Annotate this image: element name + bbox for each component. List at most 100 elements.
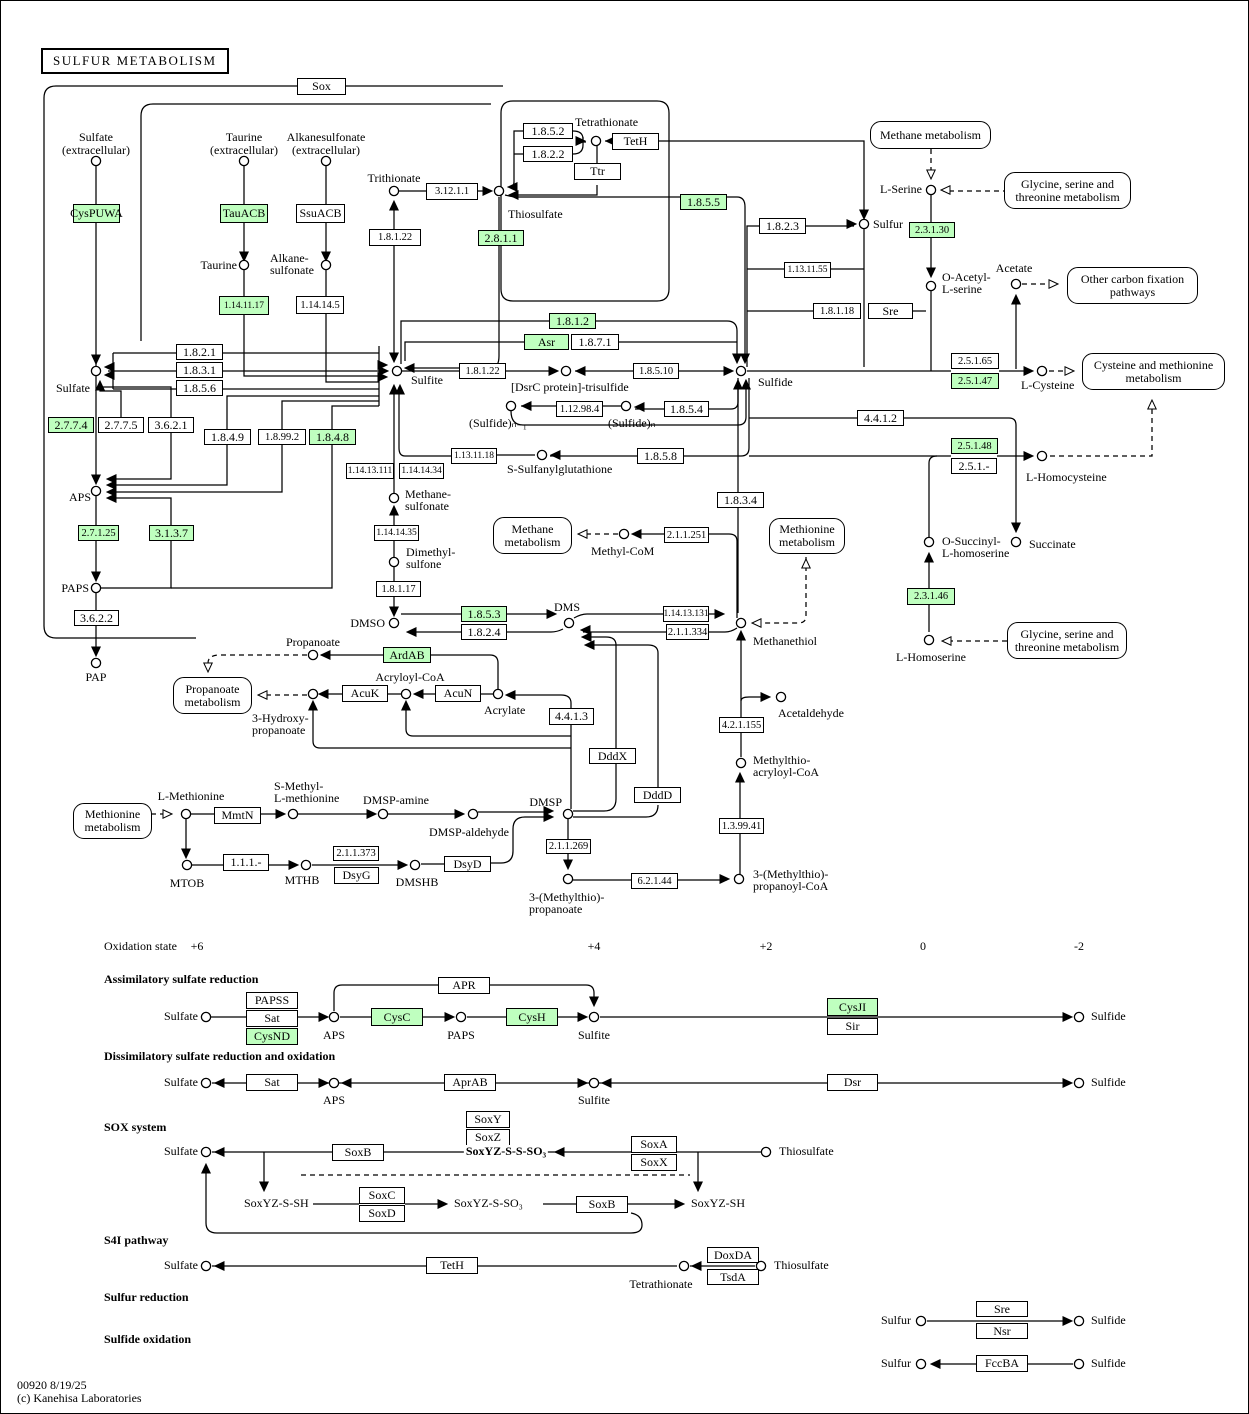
enzyme-box-1-8-1-18[interactable]: 1.8.1.18 (813, 303, 861, 319)
enzyme-box-cysnd[interactable]: CysND (246, 1028, 298, 1045)
compound-circle[interactable] (536, 449, 548, 461)
enzyme-box-1-8-1-22[interactable]: 1.8.1.22 (459, 363, 506, 379)
compound-circle[interactable] (90, 365, 102, 377)
compound-circle[interactable] (391, 365, 403, 377)
enzyme-box-2-5-1-48[interactable]: 2.5.1.48 (951, 438, 998, 454)
enzyme-box-acun[interactable]: AcuN (435, 685, 481, 702)
enzyme-box-mmtn[interactable]: MmtN (214, 807, 261, 824)
compound-circle[interactable] (1073, 1077, 1085, 1089)
compound-circle[interactable] (923, 634, 935, 646)
compound-circle[interactable] (400, 688, 412, 700)
compound-circle[interactable] (915, 1315, 927, 1327)
compound-circle[interactable] (388, 617, 400, 629)
enzyme-box-2-5-1-47[interactable]: 2.5.1.47 (951, 373, 999, 389)
pathway-link-methane[interactable]: Methane metabolism (870, 121, 991, 149)
enzyme-box-1-8-1-17[interactable]: 1.8.1.17 (376, 581, 421, 597)
enzyme-box-1-14-13-111[interactable]: 1.14.13.111 (346, 463, 394, 479)
compound-circle[interactable] (562, 873, 574, 885)
enzyme-box-1-8-2-3[interactable]: 1.8.2.3 (759, 218, 806, 234)
compound-circle[interactable] (915, 1358, 927, 1370)
enzyme-box-1-14-14-5[interactable]: 1.14.14.5 (296, 296, 344, 314)
enzyme-box-1-13-11-18[interactable]: 1.13.11.18 (451, 448, 497, 464)
enzyme-box-4-4-1-2[interactable]: 4.4.1.2 (857, 410, 904, 426)
compound-circle[interactable] (492, 688, 504, 700)
enzyme-box-sir[interactable]: Sir (827, 1018, 878, 1035)
compound-circle[interactable] (620, 400, 632, 412)
enzyme-box-2-1-1-373[interactable]: 2.1.1.373 (333, 846, 379, 861)
enzyme-box-apr[interactable]: APR (438, 977, 490, 994)
enzyme-box-papss[interactable]: PAPSS (246, 992, 298, 1009)
enzyme-box-3-1-3-7[interactable]: 3.1.3.7 (149, 525, 194, 541)
compound-circle[interactable] (238, 259, 250, 271)
enzyme-box-1-8-4-8[interactable]: 1.8.4.8 (309, 429, 356, 445)
pathway-link-methane[interactable]: Methane metabolism (493, 517, 572, 554)
compound-circle[interactable] (388, 556, 400, 568)
compound-circle[interactable] (307, 649, 319, 661)
enzyme-box-1-8-3-1[interactable]: 1.8.3.1 (176, 362, 223, 378)
pathway-link-cysteine[interactable]: Cysteine and methionine metabolism (1082, 353, 1225, 390)
enzyme-box-doxda[interactable]: DoxDA (707, 1247, 759, 1263)
enzyme-box-2-3-1-46[interactable]: 2.3.1.46 (907, 588, 955, 605)
enzyme-box-1-8-1-2[interactable]: 1.8.1.2 (549, 313, 596, 329)
enzyme-box-dddd[interactable]: DddD (634, 787, 681, 803)
compound-circle[interactable] (320, 259, 332, 271)
enzyme-box-1-8-4-9[interactable]: 1.8.4.9 (204, 429, 251, 445)
compound-circle[interactable] (238, 155, 250, 167)
compound-circle[interactable] (560, 365, 572, 377)
enzyme-box-soxd[interactable]: SoxD (359, 1205, 405, 1222)
compound-circle[interactable] (328, 1077, 340, 1089)
enzyme-box-1-8-5-4[interactable]: 1.8.5.4 (664, 401, 709, 417)
compound-circle[interactable] (925, 280, 937, 292)
enzyme-box-1-8-2-1[interactable]: 1.8.2.1 (176, 344, 223, 360)
enzyme-box-fccba[interactable]: FccBA (976, 1355, 1028, 1372)
compound-circle[interactable] (90, 582, 102, 594)
enzyme-box-4-2-1-155[interactable]: 4.2.1.155 (719, 717, 764, 733)
enzyme-box-1-8-5-10[interactable]: 1.8.5.10 (633, 363, 679, 379)
compound-circle[interactable] (90, 657, 102, 669)
enzyme-box-1-1-1-[interactable]: 1.1.1.- (223, 854, 269, 871)
enzyme-box-1-3-99-41[interactable]: 1.3.99.41 (719, 818, 764, 834)
compound-circle[interactable] (409, 859, 421, 871)
enzyme-box-1-8-7-1[interactable]: 1.8.7.1 (571, 334, 619, 350)
enzyme-box-cysc[interactable]: CysC (371, 1008, 423, 1026)
enzyme-box-cysh[interactable]: CysH (506, 1008, 558, 1026)
pathway-link-methionine[interactable]: Methionine metabolism (769, 518, 845, 554)
enzyme-box-sox[interactable]: Sox (297, 78, 346, 95)
compound-circle[interactable] (300, 859, 312, 871)
compound-circle[interactable] (923, 536, 935, 548)
enzyme-box-teth[interactable]: TetH (426, 1257, 478, 1274)
compound-circle[interactable] (455, 1011, 467, 1023)
pathway-link-other[interactable]: Other carbon fixation pathways (1067, 267, 1198, 304)
compound-circle[interactable] (90, 485, 102, 497)
enzyme-box-1-8-3-4[interactable]: 1.8.3.4 (717, 492, 764, 508)
enzyme-box-sre[interactable]: Sre (976, 1301, 1028, 1317)
enzyme-box-sat[interactable]: Sat (246, 1010, 298, 1027)
compound-circle[interactable] (388, 492, 400, 504)
enzyme-box-soxx[interactable]: SoxX (631, 1154, 677, 1171)
enzyme-box-ssuacb[interactable]: SsuACB (296, 204, 345, 223)
enzyme-box-teth[interactable]: TetH (612, 133, 659, 150)
enzyme-box-sat[interactable]: Sat (246, 1074, 298, 1091)
compound-circle[interactable] (307, 688, 319, 700)
enzyme-box-ttr[interactable]: Ttr (574, 163, 621, 180)
enzyme-box-1-14-14-35[interactable]: 1.14.14.35 (374, 525, 419, 541)
enzyme-box-dsr[interactable]: Dsr (827, 1074, 878, 1091)
enzyme-box-2-5-1-[interactable]: 2.5.1.- (951, 458, 997, 474)
compound-circle[interactable] (735, 757, 747, 769)
enzyme-box-2-1-1-251[interactable]: 2.1.1.251 (664, 527, 709, 543)
compound-circle[interactable] (388, 185, 400, 197)
enzyme-box-dsyg[interactable]: DsyG (334, 867, 379, 884)
compound-circle[interactable] (563, 617, 575, 629)
enzyme-box-ardab[interactable]: ArdAB (383, 647, 431, 663)
enzyme-box-2-1-1-269[interactable]: 2.1.1.269 (546, 839, 591, 854)
compound-circle[interactable] (858, 218, 870, 230)
compound-circle[interactable] (562, 808, 574, 820)
enzyme-box-1-14-14-34[interactable]: 1.14.14.34 (399, 463, 444, 479)
enzyme-box-acuk[interactable]: AcuK (342, 685, 388, 702)
enzyme-box-aprab[interactable]: AprAB (444, 1074, 496, 1091)
compound-circle[interactable] (377, 808, 389, 820)
enzyme-box-nsr[interactable]: Nsr (976, 1323, 1028, 1339)
enzyme-box-sre[interactable]: Sre (868, 303, 913, 319)
compound-circle[interactable] (1073, 1358, 1085, 1370)
enzyme-box-1-8-5-3[interactable]: 1.8.5.3 (461, 606, 507, 622)
